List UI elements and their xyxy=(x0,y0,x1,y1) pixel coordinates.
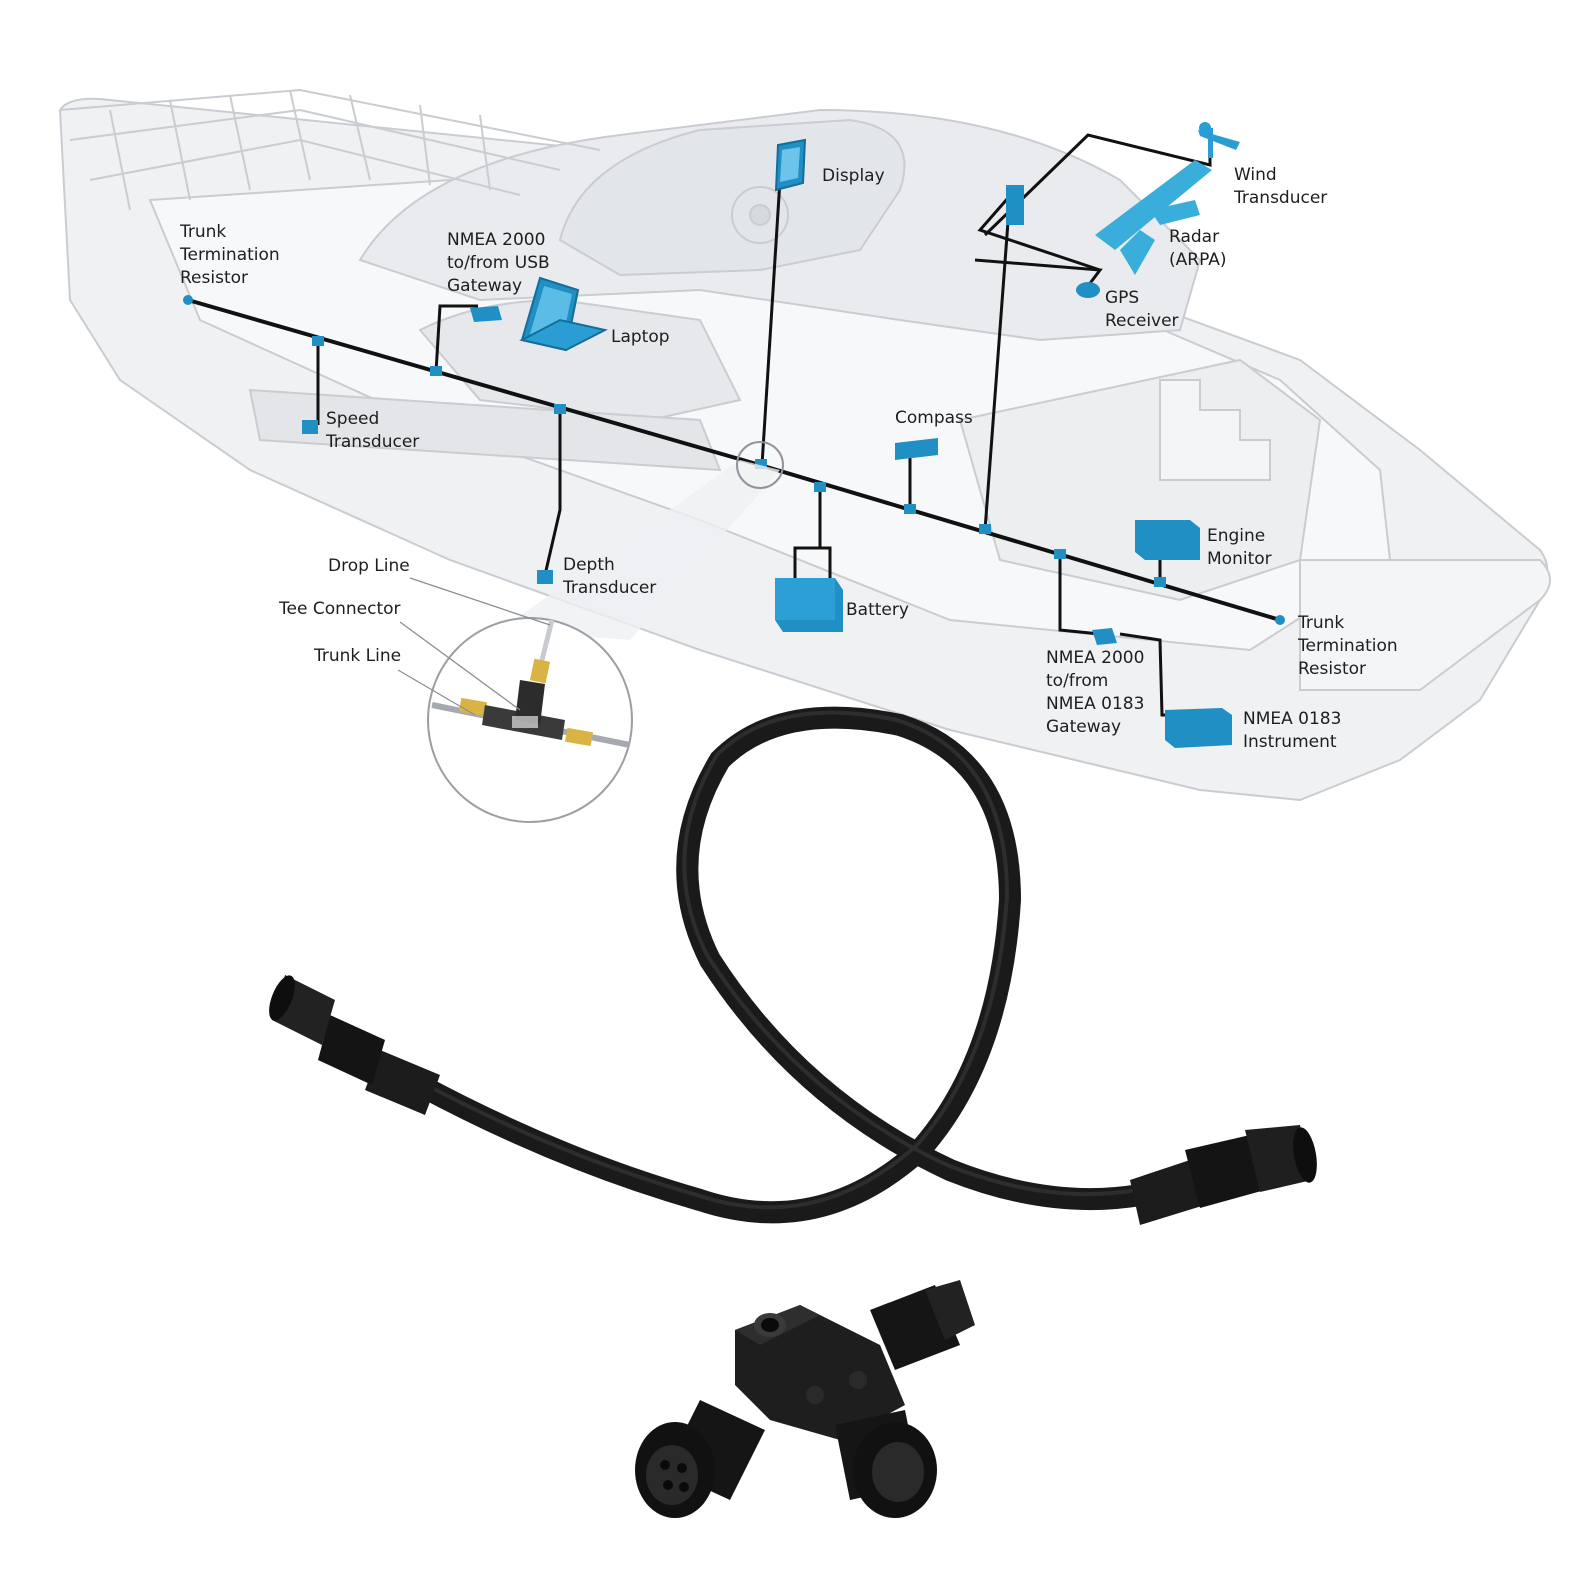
label-usb-gateway: NMEA 2000 to/from USB Gateway xyxy=(447,230,550,296)
label-laptop: Laptop xyxy=(611,327,670,347)
leader-lines xyxy=(397,577,551,716)
device-engine-monitor xyxy=(1135,520,1200,560)
device-battery xyxy=(775,578,843,632)
cable-connector-female xyxy=(1130,1125,1317,1225)
label-speed-transducer: Speed Transducer xyxy=(326,409,420,452)
drop-cable-product xyxy=(269,706,1317,1225)
label-drop-line: Drop Line xyxy=(328,556,410,576)
device-wind-transducer xyxy=(1198,122,1240,158)
device-radar xyxy=(1095,160,1212,275)
device-compass xyxy=(895,438,938,460)
device-usb-gateway xyxy=(470,306,502,322)
device-speed-transducer xyxy=(302,420,318,434)
device-mast-box xyxy=(1006,185,1024,225)
zoom-inset xyxy=(427,441,784,823)
device-depth-transducer xyxy=(537,570,553,584)
label-trunk-termination-left: Trunk Termination Resistor xyxy=(180,222,280,288)
label-display: Display xyxy=(822,166,885,186)
label-radar: Radar (ARPA) xyxy=(1169,227,1227,270)
boat-illustration xyxy=(58,88,1551,802)
label-depth-transducer: Depth Transducer xyxy=(563,555,657,598)
label-battery: Battery xyxy=(846,600,909,620)
label-tee-connector: Tee Connector xyxy=(279,599,401,619)
label-trunk-line: Trunk Line xyxy=(314,646,402,666)
label-nmea0183-gateway: NMEA 2000 to/from NMEA 0183 Gateway xyxy=(1046,648,1145,737)
tee-connector-product xyxy=(635,1280,975,1518)
label-trunk-termination-right: Trunk Termination Resistor xyxy=(1298,613,1398,679)
tee-nodes xyxy=(183,295,1285,625)
device-nmea0183-instrument xyxy=(1165,708,1232,748)
device-nmea0183-gateway xyxy=(1092,628,1117,645)
label-nmea0183-instrument: NMEA 0183 Instrument xyxy=(1243,709,1342,752)
drop-lines xyxy=(316,133,1212,717)
label-compass: Compass xyxy=(895,408,973,428)
device-gps-receiver xyxy=(1076,282,1100,298)
cable-connector-male xyxy=(269,975,440,1115)
label-wind-transducer: Wind Transducer xyxy=(1234,165,1328,208)
label-engine-monitor: Engine Monitor xyxy=(1207,526,1272,569)
label-gps-receiver: GPS Receiver xyxy=(1105,288,1179,331)
device-laptop xyxy=(519,276,608,352)
device-display xyxy=(774,138,807,192)
